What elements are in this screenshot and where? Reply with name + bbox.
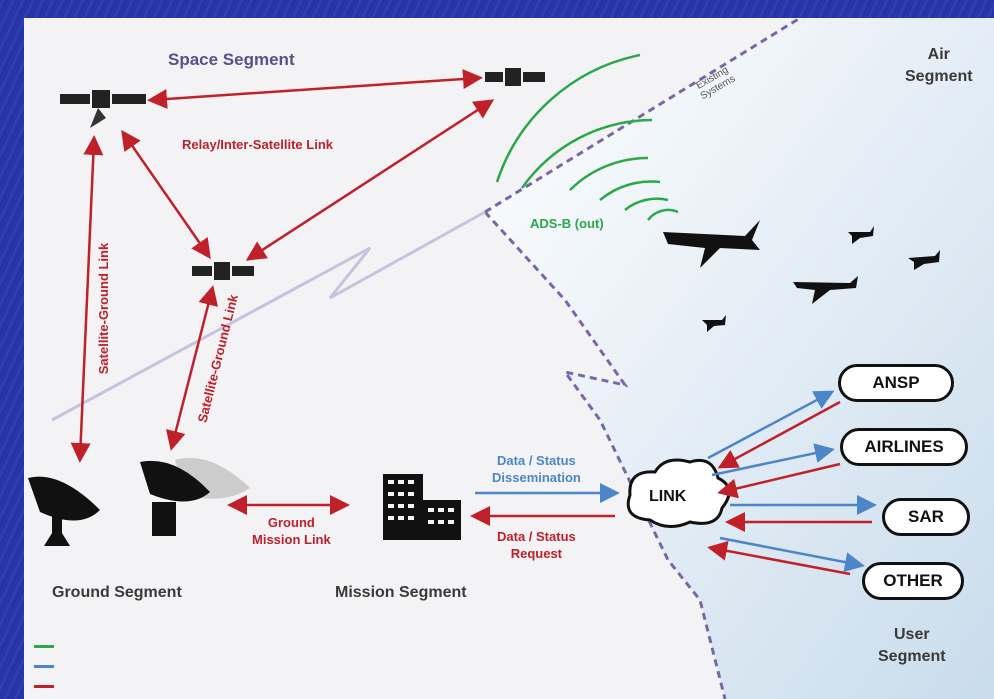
adsb-signal-icon [495, 53, 679, 221]
request-line1: Data / Status [497, 529, 576, 544]
ground-mission-link-label: Ground Mission Link [252, 514, 331, 548]
ground-mission-line1: Ground [267, 515, 315, 530]
user-segment-line1: User [894, 626, 930, 643]
aircraft-icon [793, 276, 858, 304]
air-segment-line2: Segment [905, 68, 973, 85]
legend-red-bar [34, 685, 54, 688]
user-segment-label: User Segment [878, 624, 946, 668]
atmosphere-line [51, 210, 486, 422]
space-segment-label: Space Segment [168, 50, 295, 69]
legend-blue-bar [34, 665, 54, 668]
sat-ground-link-left-label: Satellite-Ground Link [96, 242, 112, 375]
request-label: Data / Status Request [497, 528, 576, 562]
antenna-icon [140, 457, 250, 536]
satellite-icon [485, 68, 545, 86]
dissemination-label: Data / Status Dissemination [492, 452, 581, 486]
aircraft-icon [663, 220, 760, 268]
antenna-icon [28, 476, 100, 546]
link-cloud-label: LINK [649, 488, 687, 505]
request-line2: Request [510, 546, 563, 561]
satellite-icon [192, 262, 254, 280]
legend-green-bar [34, 645, 54, 648]
aircraft-icon [702, 315, 726, 332]
aircraft-icon [848, 226, 874, 244]
other-node: OTHER [862, 562, 964, 600]
ground-mission-line2: Mission Link [252, 532, 331, 547]
relay-link-label: Relay/Inter-Satellite Link [182, 137, 333, 152]
satellite-icon [60, 90, 146, 128]
segment-boundary [483, 16, 801, 699]
mission-segment-label: Mission Segment [335, 584, 467, 601]
ansp-node: ANSP [838, 364, 954, 402]
user-segment-line2: Segment [878, 648, 946, 665]
building-icon [383, 474, 461, 540]
sar-node: SAR [882, 498, 970, 536]
dissemination-line1: Data / Status [497, 453, 576, 468]
air-segment-line1: Air [927, 46, 950, 63]
airlines-node: AIRLINES [840, 428, 968, 466]
air-segment-region [485, 18, 994, 699]
user-links [707, 390, 877, 576]
air-segment-label: Air Segment [905, 44, 973, 88]
satellite-links [70, 69, 615, 526]
adsb-label: ADS-B (out) [530, 216, 604, 231]
aircraft-icon [908, 250, 940, 270]
dissemination-line2: Dissemination [492, 470, 581, 485]
ground-segment-label: Ground Segment [52, 584, 182, 601]
